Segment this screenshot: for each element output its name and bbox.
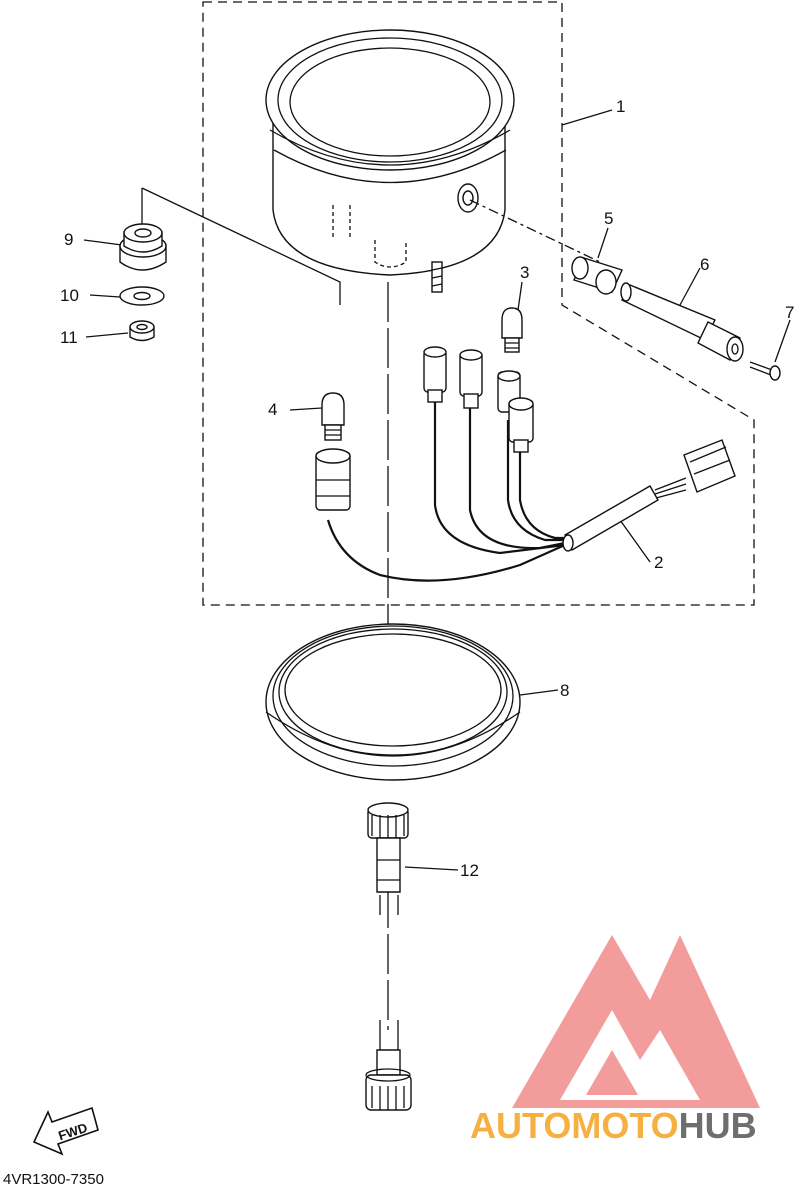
callout-5: 5 [604,209,613,228]
automotohub-logo-icon [512,935,760,1108]
bulb-part-4 [321,392,345,441]
callout-9: 9 [64,230,73,249]
meter-housing [265,29,515,293]
callout-6: 6 [700,255,709,274]
grommet-part [119,223,167,271]
nut-part [129,320,155,342]
callout-1: 1 [616,97,625,116]
callout-4: 4 [268,400,277,419]
callout-12: 12 [460,861,479,880]
callout-2: 2 [654,553,663,572]
ring-gasket-part [265,623,521,781]
fwd-arrow-icon: FWD [32,1106,99,1156]
speedometer-cable-part [365,802,412,1111]
callout-10: 10 [60,286,79,305]
wire-harness-part [315,346,736,582]
washer-part [119,286,165,306]
callout-8: 8 [560,681,569,700]
screw-part [749,361,781,381]
callout-11: 11 [60,328,78,347]
collar-part [571,256,623,295]
sleeve-part [620,282,744,362]
callout-7: 7 [785,303,794,322]
callout-3: 3 [520,263,529,282]
watermark-brand: AUTOMOTOHUB [470,1105,757,1146]
assembly-outline [202,1,755,606]
drawing-code: 4VR1300-7350 [3,1171,104,1188]
bulb-part [501,307,523,353]
watermark-brand-part2: HUB [679,1105,757,1146]
watermark-brand-part1: AUTOMOTO [470,1105,679,1146]
